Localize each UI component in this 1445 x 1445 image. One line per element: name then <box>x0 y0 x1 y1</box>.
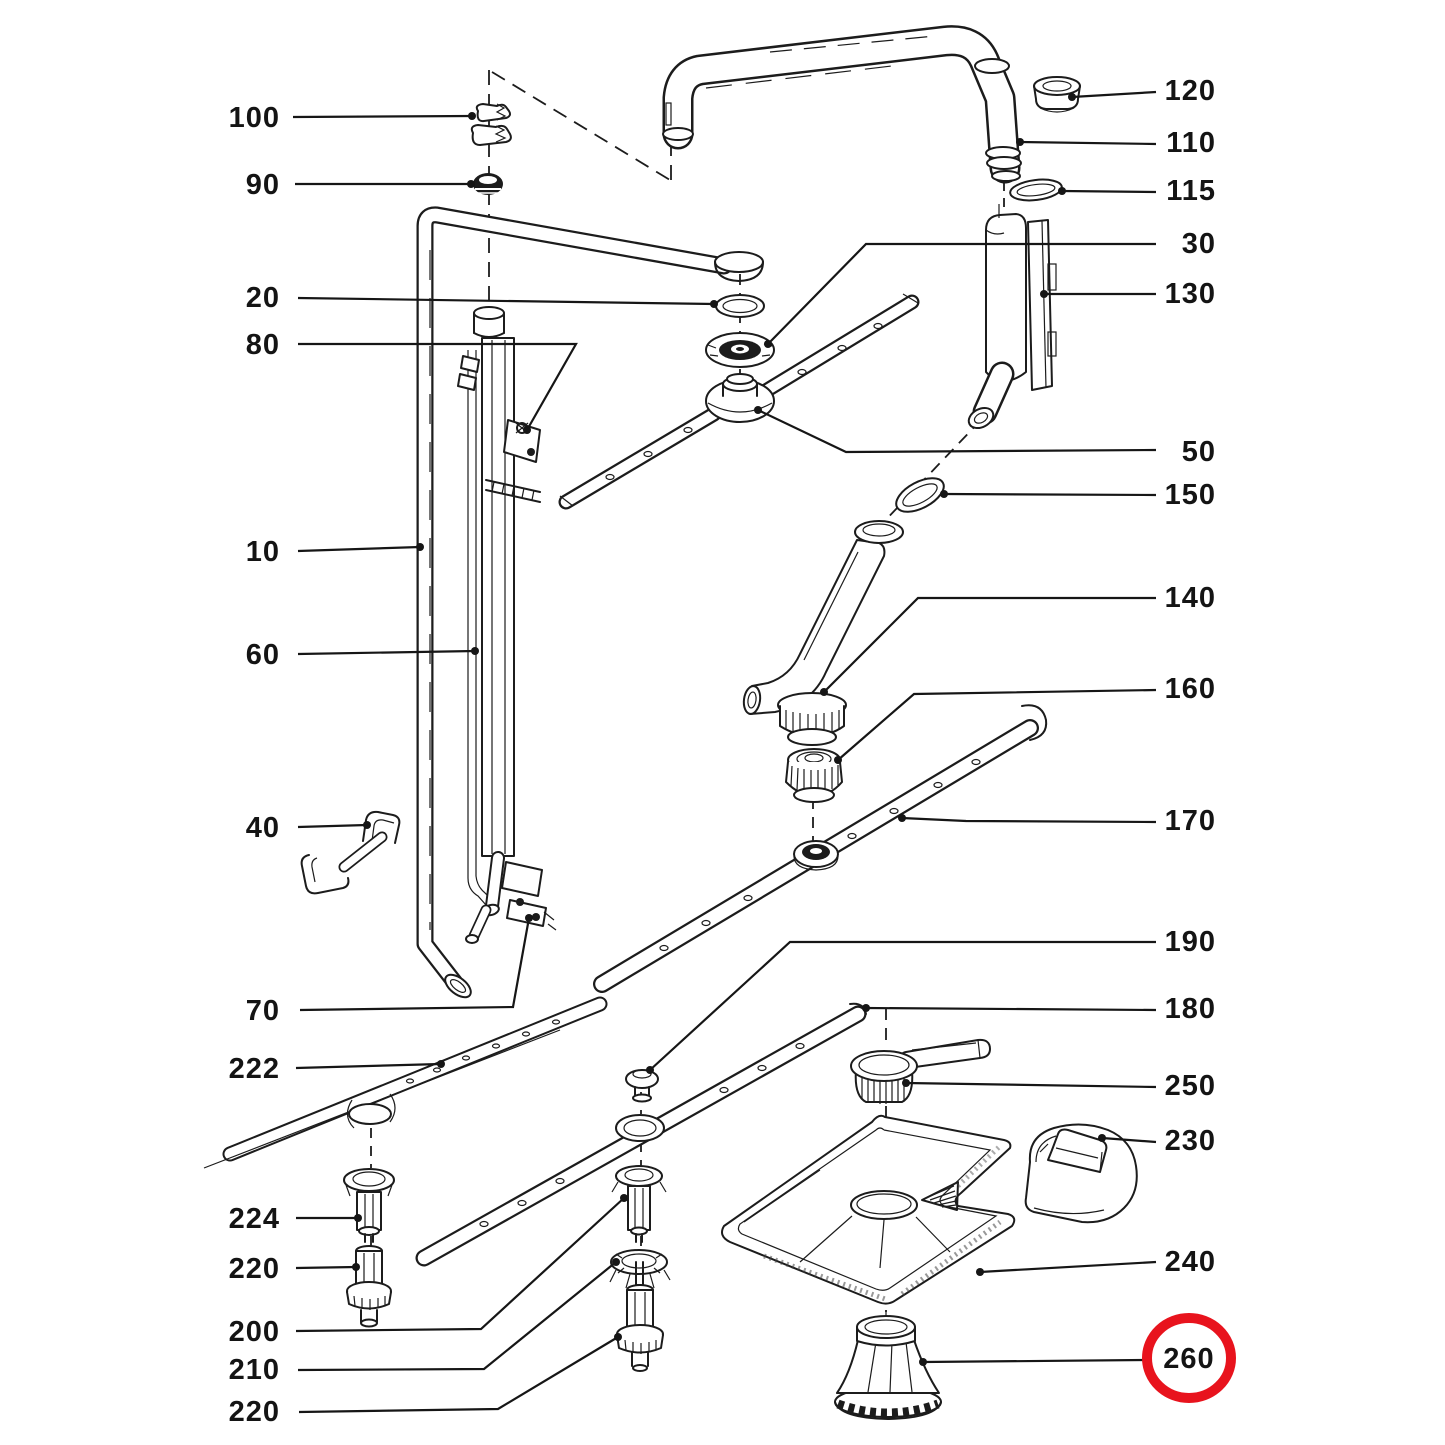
callout-160: 160 <box>1165 673 1216 705</box>
part-222-lower-spray-arm <box>203 996 608 1169</box>
part-210-retainer <box>609 1249 671 1290</box>
part-170-middle-spray-arm <box>593 704 1048 993</box>
callout-224: 224 <box>229 1203 280 1235</box>
highlight-circle-260 <box>1142 1313 1236 1403</box>
part-50-upper-spray-arm <box>558 293 920 510</box>
callout-10: 10 <box>246 536 280 568</box>
part-10-supply-tube <box>416 206 764 999</box>
callout-220-upper: 220 <box>229 1253 280 1285</box>
part-200-bearing <box>611 1165 667 1243</box>
part-20-o-ring <box>715 294 765 318</box>
part-260-conical-filter <box>834 1310 942 1420</box>
callout-100: 100 <box>229 102 280 134</box>
part-100-clip <box>470 103 512 146</box>
part-180-lower-spray-arm <box>415 1002 867 1267</box>
callout-260[interactable]: 260 <box>1163 1343 1214 1375</box>
part-40-bracket <box>300 810 401 895</box>
callout-80: 80 <box>246 329 280 361</box>
callout-70: 70 <box>246 995 280 1027</box>
callout-240: 240 <box>1165 1246 1216 1278</box>
callout-50: 50 <box>1182 436 1216 468</box>
part-250-micro-filter <box>850 1038 991 1104</box>
part-190-bearing-cap <box>625 1069 659 1103</box>
part-110-delivery-pipe <box>662 25 1022 184</box>
part-220-impeller-left <box>346 1245 392 1328</box>
callout-40: 40 <box>246 812 280 844</box>
callout-60: 60 <box>246 639 280 671</box>
callout-140: 140 <box>1165 582 1216 614</box>
callout-115: 115 <box>1166 175 1216 207</box>
part-70-clamp <box>501 861 557 931</box>
leader-lines <box>292 90 1157 1414</box>
callout-222: 222 <box>229 1053 280 1085</box>
callout-220-lower: 220 <box>229 1396 280 1428</box>
part-140-elbow-feed <box>742 520 904 746</box>
part-60-fill-tube-assembly <box>457 306 557 944</box>
callout-250: 250 <box>1165 1070 1216 1102</box>
callout-190: 190 <box>1165 926 1216 958</box>
callout-230: 230 <box>1165 1125 1216 1157</box>
callout-200: 200 <box>229 1316 280 1348</box>
callout-210: 210 <box>229 1354 280 1386</box>
callout-120: 120 <box>1165 75 1216 107</box>
callout-90: 90 <box>246 169 280 201</box>
part-230-cover <box>1024 1123 1138 1224</box>
part-224-bearing <box>343 1168 395 1243</box>
part-30-bearing <box>705 332 775 368</box>
part-160-bearing-nut <box>785 748 843 803</box>
callout-180: 180 <box>1165 993 1216 1025</box>
callout-130: 130 <box>1165 278 1216 310</box>
part-240-filter-plate <box>721 1114 1016 1305</box>
callout-110: 110 <box>1166 127 1216 159</box>
part-220-impeller-right <box>616 1284 664 1372</box>
part-120-grommet <box>1033 76 1081 113</box>
callout-150: 150 <box>1165 479 1216 511</box>
callout-labels: 100 90 20 80 10 60 40 70 222 224 220 200… <box>229 75 1216 1428</box>
callout-170: 170 <box>1165 805 1216 837</box>
part-115-o-ring <box>1009 178 1063 202</box>
callout-20: 20 <box>246 282 280 314</box>
part-90-seal <box>473 173 503 195</box>
part-130-inlet-tube <box>967 204 1057 430</box>
callout-30: 30 <box>1182 228 1216 260</box>
part-150-o-ring <box>895 477 945 513</box>
